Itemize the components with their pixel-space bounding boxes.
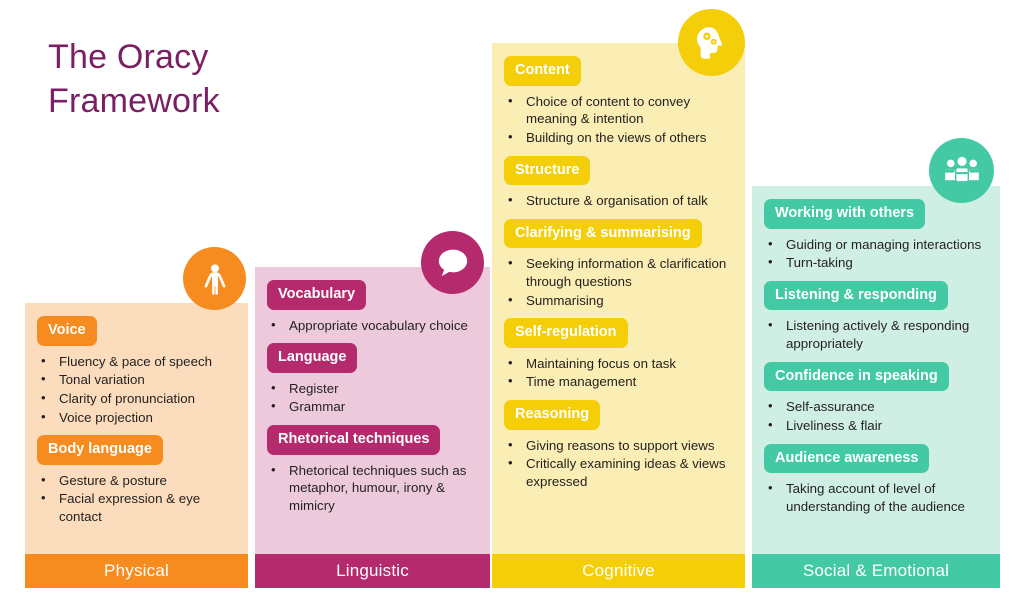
- list-item: Summarising: [504, 291, 733, 310]
- list-item: Guiding or managing interactions: [764, 235, 988, 254]
- strand-heading: Working with others: [764, 199, 926, 229]
- column-linguistic: Vocabulary Appropriate vocabulary choice…: [255, 267, 490, 588]
- list-item: Clarity of pronunciation: [37, 389, 236, 408]
- column-footer-physical: Physical: [25, 554, 248, 588]
- strand-heading: Language: [267, 343, 358, 373]
- strand-point-list: Self-assurance Liveliness & flair: [764, 397, 988, 435]
- strand-point-list: Taking account of level of understanding…: [764, 479, 988, 516]
- strand-heading: Voice: [37, 316, 97, 346]
- strand-heading: Body language: [37, 435, 163, 465]
- list-item: Critically examining ideas & views expre…: [504, 454, 733, 490]
- list-item: Rhetorical techniques such as metaphor, …: [267, 461, 478, 515]
- strand-point-list: Register Grammar: [267, 379, 478, 417]
- person-arms-raised-icon: [183, 247, 246, 310]
- strand-heading: Reasoning: [504, 400, 601, 430]
- strand-heading: Vocabulary: [267, 280, 367, 310]
- strand-point-list: Guiding or managing interactions Turn-ta…: [764, 235, 988, 273]
- list-item: Register: [267, 379, 478, 398]
- column-linguistic-panel: Vocabulary Appropriate vocabulary choice…: [255, 267, 490, 554]
- strand-point-list: Maintaining focus on task Time managemen…: [504, 354, 733, 392]
- strand-point-list: Fluency & pace of speech Tonal variation…: [37, 352, 236, 428]
- list-item: Structure & organisation of talk: [504, 191, 733, 210]
- column-physical: Voice Fluency & pace of speech Tonal var…: [25, 303, 248, 588]
- list-item: Time management: [504, 372, 733, 391]
- strand-point-list: Structure & organisation of talk: [504, 191, 733, 211]
- strand-heading: Self-regulation: [504, 318, 628, 348]
- list-item: Choice of content to convey meaning & in…: [504, 91, 733, 128]
- page-title-line-1: The Oracy: [48, 38, 209, 76]
- strand-point-list: Appropriate vocabulary choice: [267, 316, 478, 336]
- list-item: Self-assurance: [764, 397, 988, 416]
- list-item: Building on the views of others: [504, 128, 733, 147]
- list-item: Maintaining focus on task: [504, 354, 733, 373]
- strand-point-list: Listening actively & responding appropri…: [764, 316, 988, 353]
- list-item: Fluency & pace of speech: [37, 352, 236, 371]
- strand-heading: Clarifying & summarising: [504, 218, 702, 249]
- list-item: Seeking information & clarification thro…: [504, 254, 733, 290]
- strand-heading: Audience awareness: [764, 443, 930, 474]
- column-cognitive-panel: Content Choice of content to convey mean…: [492, 43, 745, 554]
- list-item: Listening actively & responding appropri…: [764, 316, 988, 352]
- column-physical-panel: Voice Fluency & pace of speech Tonal var…: [25, 303, 248, 554]
- group-of-people-icon: [929, 138, 994, 203]
- strand-point-list: Giving reasons to support views Critical…: [504, 436, 733, 492]
- strand-point-list: Choice of content to convey meaning & in…: [504, 91, 733, 148]
- list-item: Giving reasons to support views: [504, 436, 733, 455]
- speech-bubble-icon: [421, 231, 484, 294]
- column-social-emotional-panel: Working with others Guiding or managing …: [752, 186, 1000, 554]
- column-footer-linguistic: Linguistic: [255, 554, 490, 588]
- strand-point-list: Rhetorical techniques such as metaphor, …: [267, 461, 478, 516]
- head-with-gears-icon: [678, 9, 745, 76]
- list-item: Taking account of level of understanding…: [764, 479, 988, 515]
- column-cognitive: Content Choice of content to convey mean…: [492, 43, 745, 588]
- list-item: Liveliness & flair: [764, 416, 988, 435]
- list-item: Voice projection: [37, 408, 236, 427]
- list-item: Gesture & posture: [37, 471, 236, 490]
- strand-heading: Listening & responding: [764, 280, 948, 311]
- strand-heading: Rhetorical techniques: [267, 425, 441, 455]
- list-item: Turn-taking: [764, 253, 988, 272]
- column-social-emotional: Working with others Guiding or managing …: [752, 186, 1000, 588]
- strand-heading: Confidence in speaking: [764, 361, 949, 392]
- list-item: Tonal variation: [37, 370, 236, 389]
- page-title-line-2: Framework: [48, 81, 220, 120]
- list-item: Grammar: [267, 397, 478, 416]
- strand-heading: Content: [504, 56, 581, 86]
- strand-point-list: Gesture & posture Facial expression & ey…: [37, 471, 236, 527]
- list-item: Appropriate vocabulary choice: [267, 316, 478, 335]
- strand-point-list: Seeking information & clarification thro…: [504, 254, 733, 310]
- list-item: Facial expression & eye contact: [37, 489, 236, 525]
- column-footer-cognitive: Cognitive: [492, 554, 745, 588]
- strand-heading: Structure: [504, 155, 591, 186]
- column-footer-social-emotional: Social & Emotional: [752, 554, 1000, 588]
- page-title: The Oracy Framework: [48, 36, 378, 123]
